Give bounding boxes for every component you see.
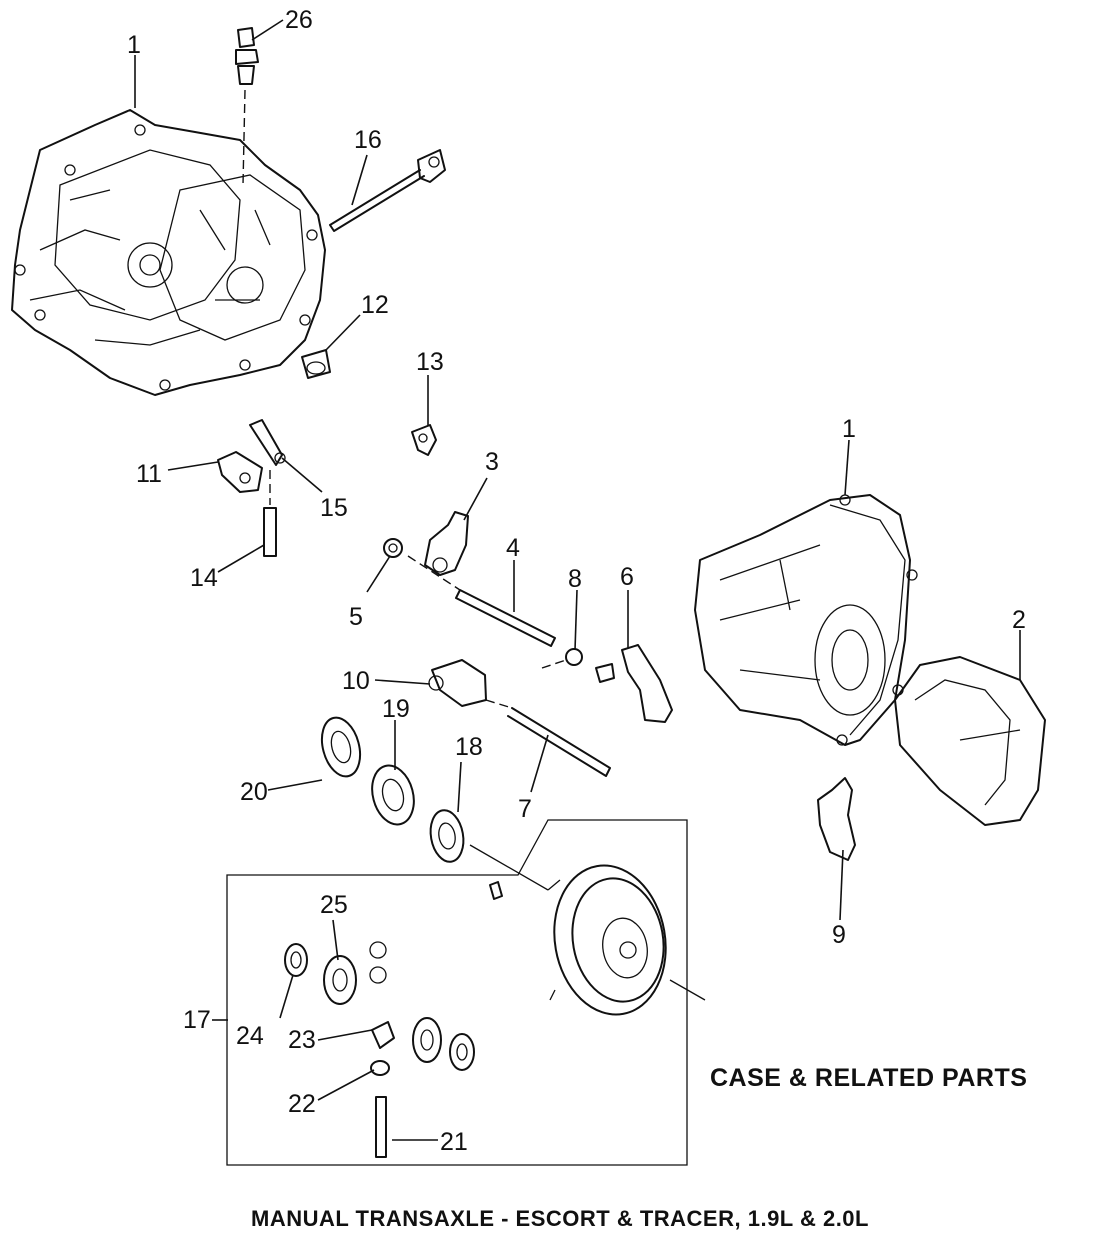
callout-1b: 1: [842, 415, 856, 443]
callout-12: 12: [361, 291, 389, 319]
side-gear-right: [412, 1017, 475, 1071]
callout-2: 2: [1012, 606, 1026, 634]
callout-3: 3: [485, 448, 499, 476]
part-24-washer: [284, 943, 308, 977]
callout-23: 23: [288, 1026, 316, 1054]
part-4-shift-rod: [407, 555, 556, 647]
part-23-pinion-gear: [371, 1021, 395, 1049]
callout-20: 20: [240, 778, 268, 806]
part-18-speedo-gear: [429, 809, 549, 891]
ring-gear-differential: [489, 864, 706, 1016]
callout-15: 15: [320, 494, 348, 522]
part-9-release-fork: [817, 777, 856, 861]
part-10-selector: [428, 659, 487, 707]
part-2-clutch-housing: [894, 656, 1046, 826]
callout-24: 24: [236, 1022, 264, 1050]
part-22-washer: [370, 1060, 390, 1076]
callout-17: 17: [183, 1006, 211, 1034]
callout-4: 4: [506, 534, 520, 562]
callout-21: 21: [440, 1128, 468, 1156]
callout-14: 14: [190, 564, 218, 592]
part-25-side-gear: [323, 941, 387, 1005]
callout-6: 6: [620, 563, 634, 591]
part-5-nut: [383, 538, 403, 558]
part-26-vent: [235, 27, 259, 186]
part-1-transaxle-case-right: [694, 494, 918, 746]
diagram-heading: CASE & RELATED PARTS: [710, 1064, 1028, 1092]
part-15-lever-arm: [249, 419, 286, 466]
callout-11: 11: [136, 460, 162, 488]
callout-26: 26: [285, 6, 313, 34]
part-20-bearing: [320, 716, 362, 778]
part-6-shift-fork: [595, 644, 673, 723]
callout-16: 16: [354, 126, 382, 154]
callout-5: 5: [349, 603, 363, 631]
part-8-detent: [541, 648, 583, 669]
callout-13: 13: [416, 348, 444, 376]
part-3-shift-fork: [424, 511, 469, 576]
callout-18: 18: [455, 733, 483, 761]
callout-10: 10: [342, 667, 370, 695]
callout-1a: 1: [127, 31, 141, 59]
diagram-caption: MANUAL TRANSAXLE - ESCORT & TRACER, 1.9L…: [251, 1206, 869, 1231]
part-7-rod: [485, 699, 611, 777]
part-19-bearing-cup: [371, 764, 415, 826]
callout-25: 25: [320, 891, 348, 919]
part-1-transaxle-case-left: [11, 109, 326, 396]
part-17-assembly-box: [226, 819, 688, 1166]
callout-22: 22: [288, 1090, 316, 1118]
part-13-bracket: [411, 424, 437, 456]
part-21-pinion-shaft: [375, 1096, 387, 1158]
part-16-shaft: [329, 149, 446, 232]
leader-lines: [134, 19, 1021, 1141]
callout-9: 9: [832, 921, 846, 949]
part-12-plug: [301, 349, 331, 379]
callout-8: 8: [568, 565, 582, 593]
part-14-pin: [263, 470, 277, 557]
part-11-lever: [217, 451, 263, 493]
callout-19: 19: [382, 695, 410, 723]
callout-7: 7: [518, 795, 532, 823]
